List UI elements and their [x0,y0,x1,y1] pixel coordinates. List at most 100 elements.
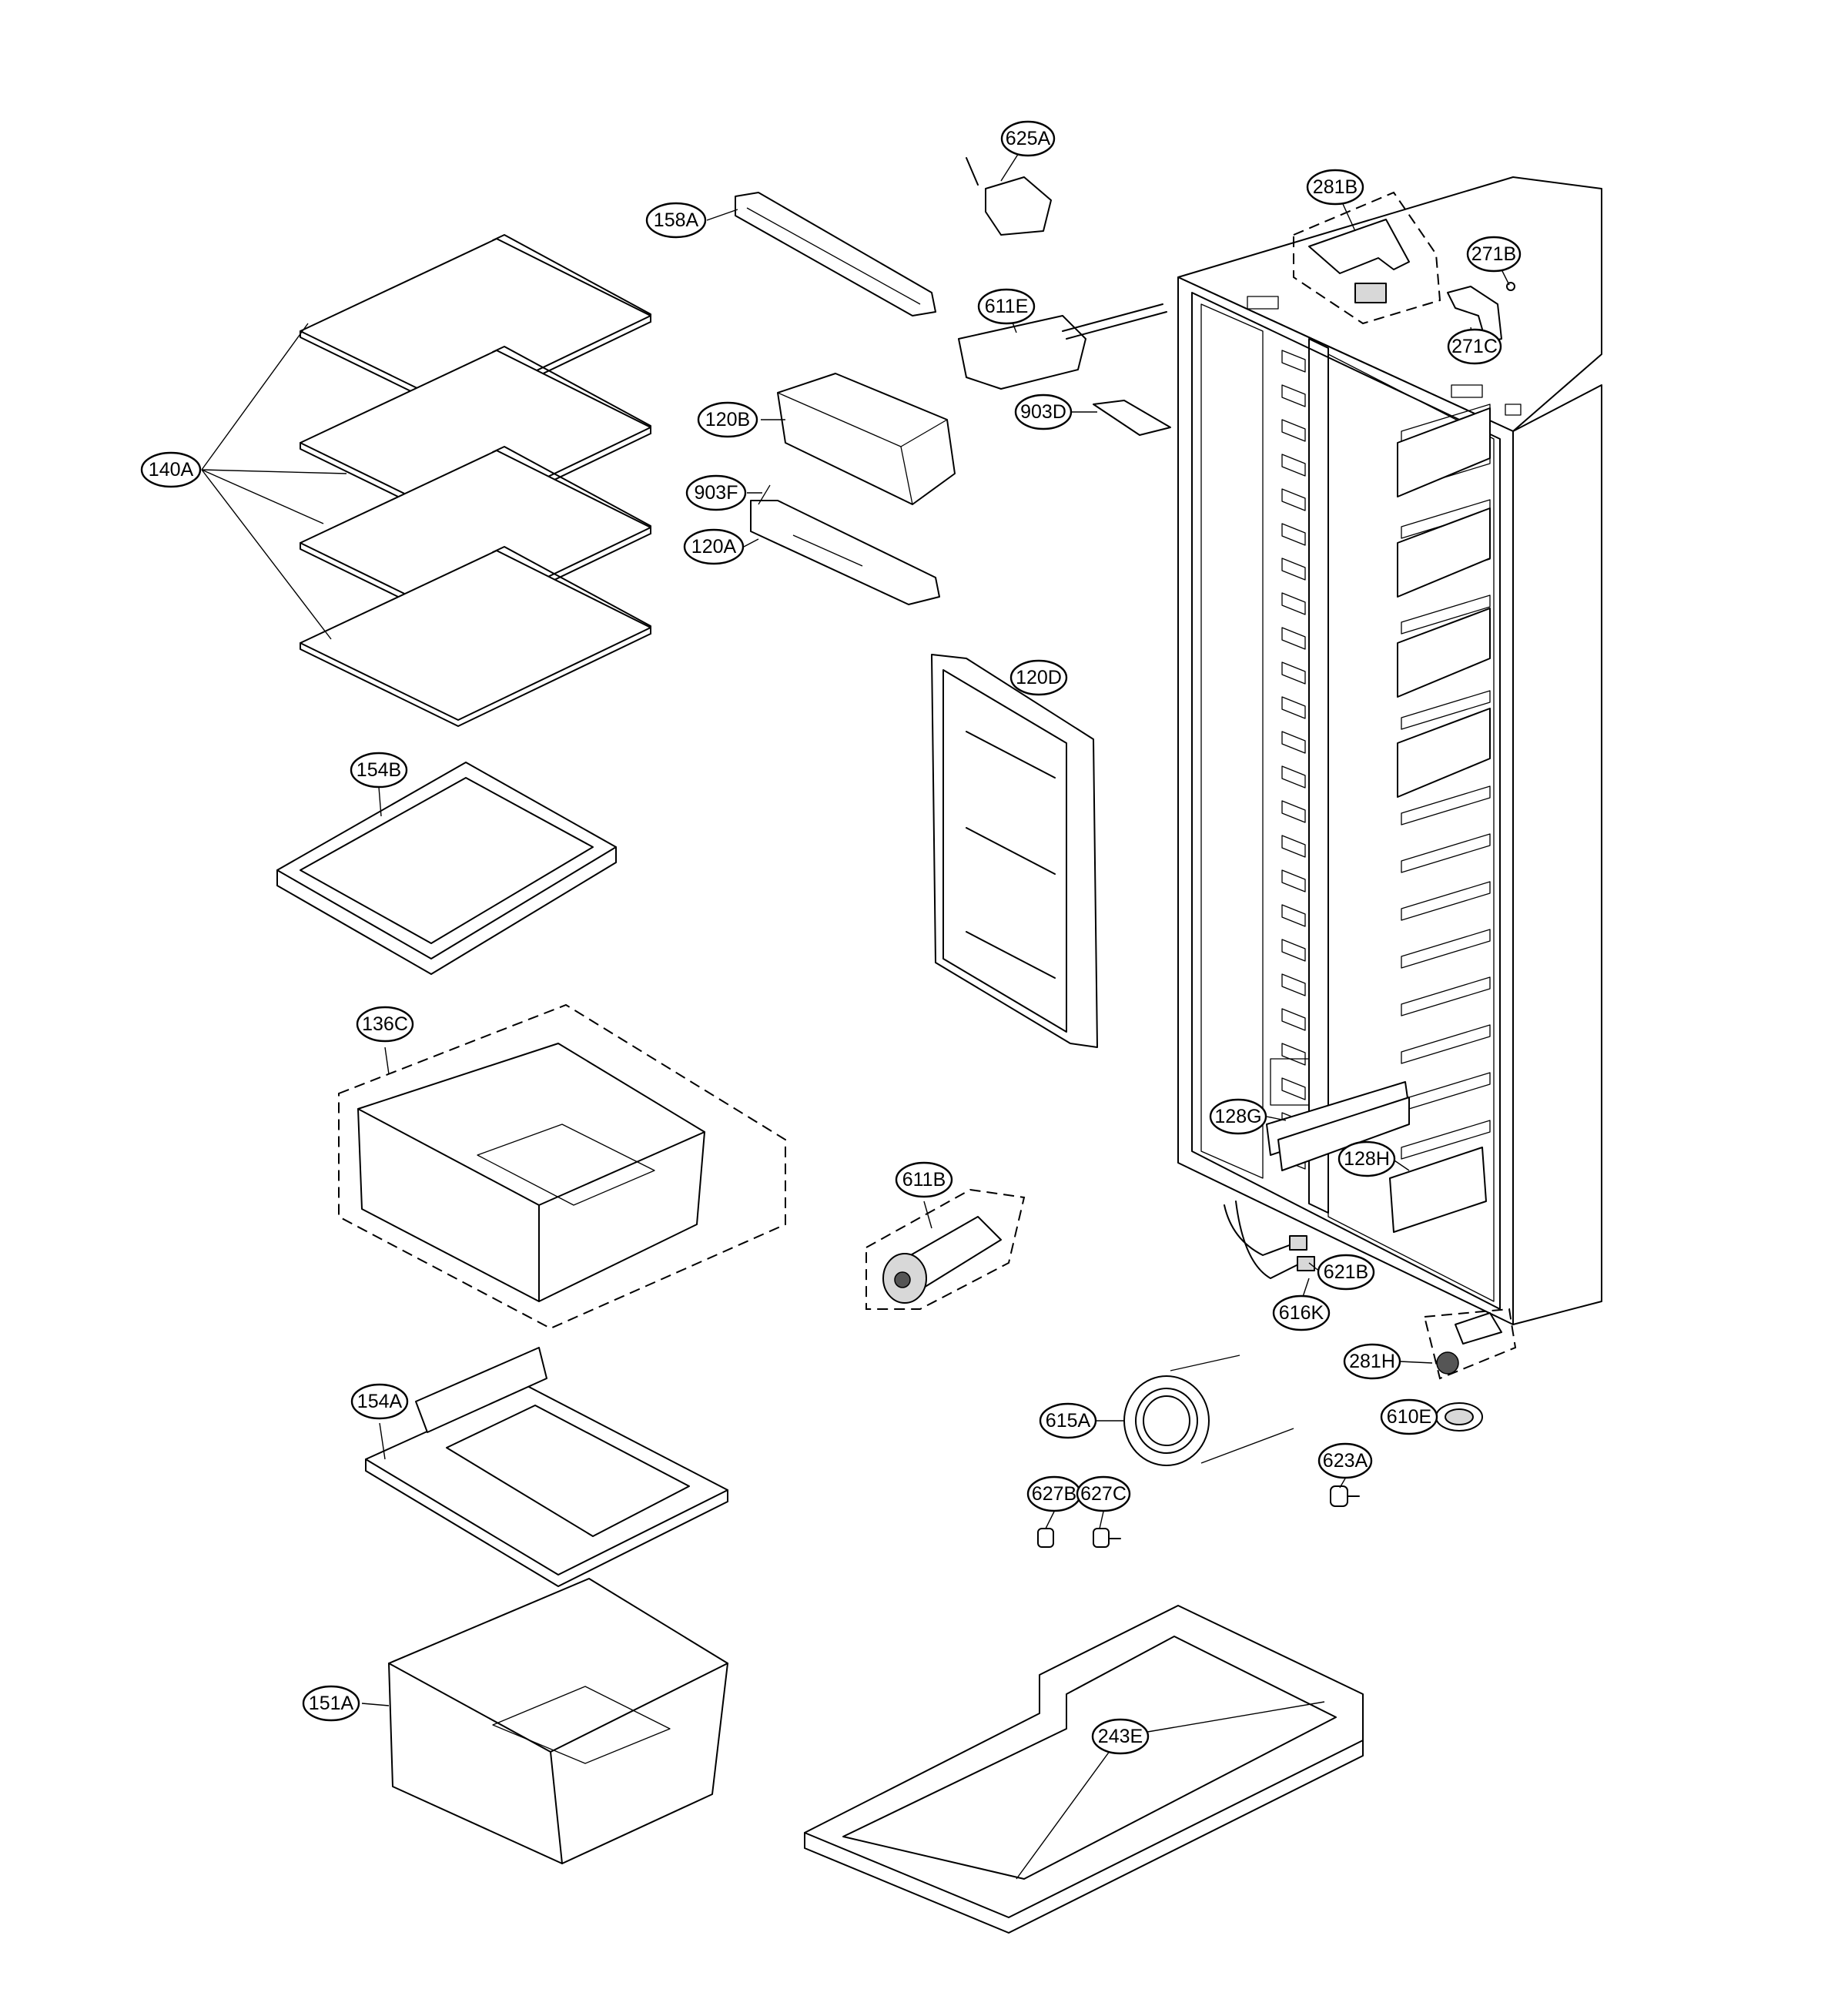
freezer-rail [1281,558,1306,581]
svg-text:243E: 243E [1098,1726,1143,1747]
svg-text:128G: 128G [1214,1106,1261,1127]
freezer-rail [1281,973,1306,996]
door-bin-slot [1397,608,1491,698]
fresh-food-rib [1401,929,1491,969]
label-627B[interactable]: 627B [1026,1475,1082,1512]
svg-text:120B: 120B [705,409,750,430]
part-615A-drawing [1123,1355,1294,1466]
door-bin-slot [1397,507,1491,598]
label-611B[interactable]: 611B [895,1161,953,1198]
svg-text:616K: 616K [1279,1302,1324,1324]
svg-text:615A: 615A [1046,1410,1091,1432]
svg-text:271B: 271B [1471,243,1516,265]
freezer-rail [1281,696,1306,719]
svg-text:610E: 610E [1387,1406,1431,1428]
fresh-food-rib [1401,690,1491,730]
part-128-rails [1266,1058,1487,1233]
freezer-rail [1281,454,1306,477]
label-128H[interactable]: 128H [1337,1140,1396,1177]
label-140A[interactable]: 140A [140,451,202,488]
svg-text:120D: 120D [1016,667,1062,688]
label-243E[interactable]: 243E [1091,1718,1150,1755]
svg-text:154A: 154A [357,1391,403,1412]
label-154A[interactable]: 154A [350,1383,409,1420]
fresh-food-rib [1401,1120,1491,1160]
svg-text:158A: 158A [654,209,699,231]
svg-text:623A: 623A [1323,1450,1368,1472]
label-271B[interactable]: 271B [1466,236,1522,273]
svg-text:271C: 271C [1451,336,1498,357]
freezer-rail [1281,661,1306,685]
fresh-food-rib [1401,1024,1491,1064]
label-120A[interactable]: 120A [683,528,745,565]
svg-text:627B: 627B [1032,1483,1076,1505]
label-281B[interactable]: 281B [1306,169,1364,206]
part-120D-drawing [931,654,1098,1048]
svg-text:621B: 621B [1324,1261,1368,1283]
svg-text:611B: 611B [902,1169,946,1191]
fresh-food-rib [1401,785,1491,825]
part-136C-drawing [338,1003,786,1330]
fresh-food-rails [1397,404,1491,1160]
label-128G[interactable]: 128G [1209,1098,1267,1135]
part-610E-drawing [1435,1402,1483,1432]
part-903D-drawing [1093,400,1171,436]
part-281B-drawing [1293,191,1441,325]
part-611E-drawing [958,303,1167,390]
svg-text:151A: 151A [309,1693,354,1714]
svg-text:903D: 903D [1020,401,1066,423]
label-611E[interactable]: 611E [977,288,1036,325]
svg-text:281B: 281B [1313,176,1358,198]
freezer-rail [1281,939,1306,962]
label-154B[interactable]: 154B [350,752,408,789]
label-621B[interactable]: 621B [1317,1254,1375,1291]
label-120B[interactable]: 120B [697,401,758,438]
part-611B-drawing [865,1188,1026,1310]
label-627C[interactable]: 627C [1076,1475,1131,1512]
part-labels: 625A 158A 281B 271B 611E 271C 120B 903D … [140,120,1522,1755]
freezer-rail [1281,592,1306,615]
freezer-rail [1281,904,1306,927]
part-625A-drawing [966,157,1052,236]
fresh-food-rib [1401,594,1491,635]
label-610E[interactable]: 610E [1380,1398,1438,1435]
freezer-rail [1281,627,1306,650]
glass-shelf [300,546,651,727]
part-120A-drawing [750,484,940,605]
part-154B-drawing [276,762,617,975]
fresh-food-rib [1401,976,1491,1016]
label-625A[interactable]: 625A [1000,120,1056,157]
freezer-rail [1281,384,1306,407]
label-151A[interactable]: 151A [302,1685,360,1722]
freezer-rail [1281,1008,1306,1031]
label-158A[interactable]: 158A [645,202,707,239]
freezer-rail [1281,800,1306,823]
svg-text:627C: 627C [1080,1483,1127,1505]
label-615A[interactable]: 615A [1039,1402,1097,1439]
part-281H-drawing [1423,1308,1517,1380]
label-281H[interactable]: 281H [1343,1343,1401,1380]
svg-text:903F: 903F [695,482,738,504]
part-627-drawing [1037,1528,1121,1548]
part-154A-drawing [365,1347,728,1587]
freezer-rail [1281,869,1306,892]
label-903D[interactable]: 903D [1014,393,1073,430]
part-151A-drawing [388,1578,728,1864]
freezer-rail [1281,350,1306,373]
freezer-rail [1281,488,1306,511]
label-616K[interactable]: 616K [1272,1294,1331,1331]
label-903F[interactable]: 903F [685,474,747,511]
svg-text:120A: 120A [691,536,737,558]
label-271C[interactable]: 271C [1447,328,1502,365]
door-bin-slot [1397,407,1491,497]
label-623A[interactable]: 623A [1317,1442,1373,1479]
label-136C[interactable]: 136C [356,1006,414,1043]
fresh-food-rib [1401,881,1491,921]
part-623A-drawing [1330,1485,1360,1507]
part-hoses [1224,1201,1315,1279]
freezer-rail [1281,765,1306,789]
svg-text:136C: 136C [362,1013,408,1035]
label-120D[interactable]: 120D [1009,659,1068,696]
svg-text:611E: 611E [985,296,1029,317]
